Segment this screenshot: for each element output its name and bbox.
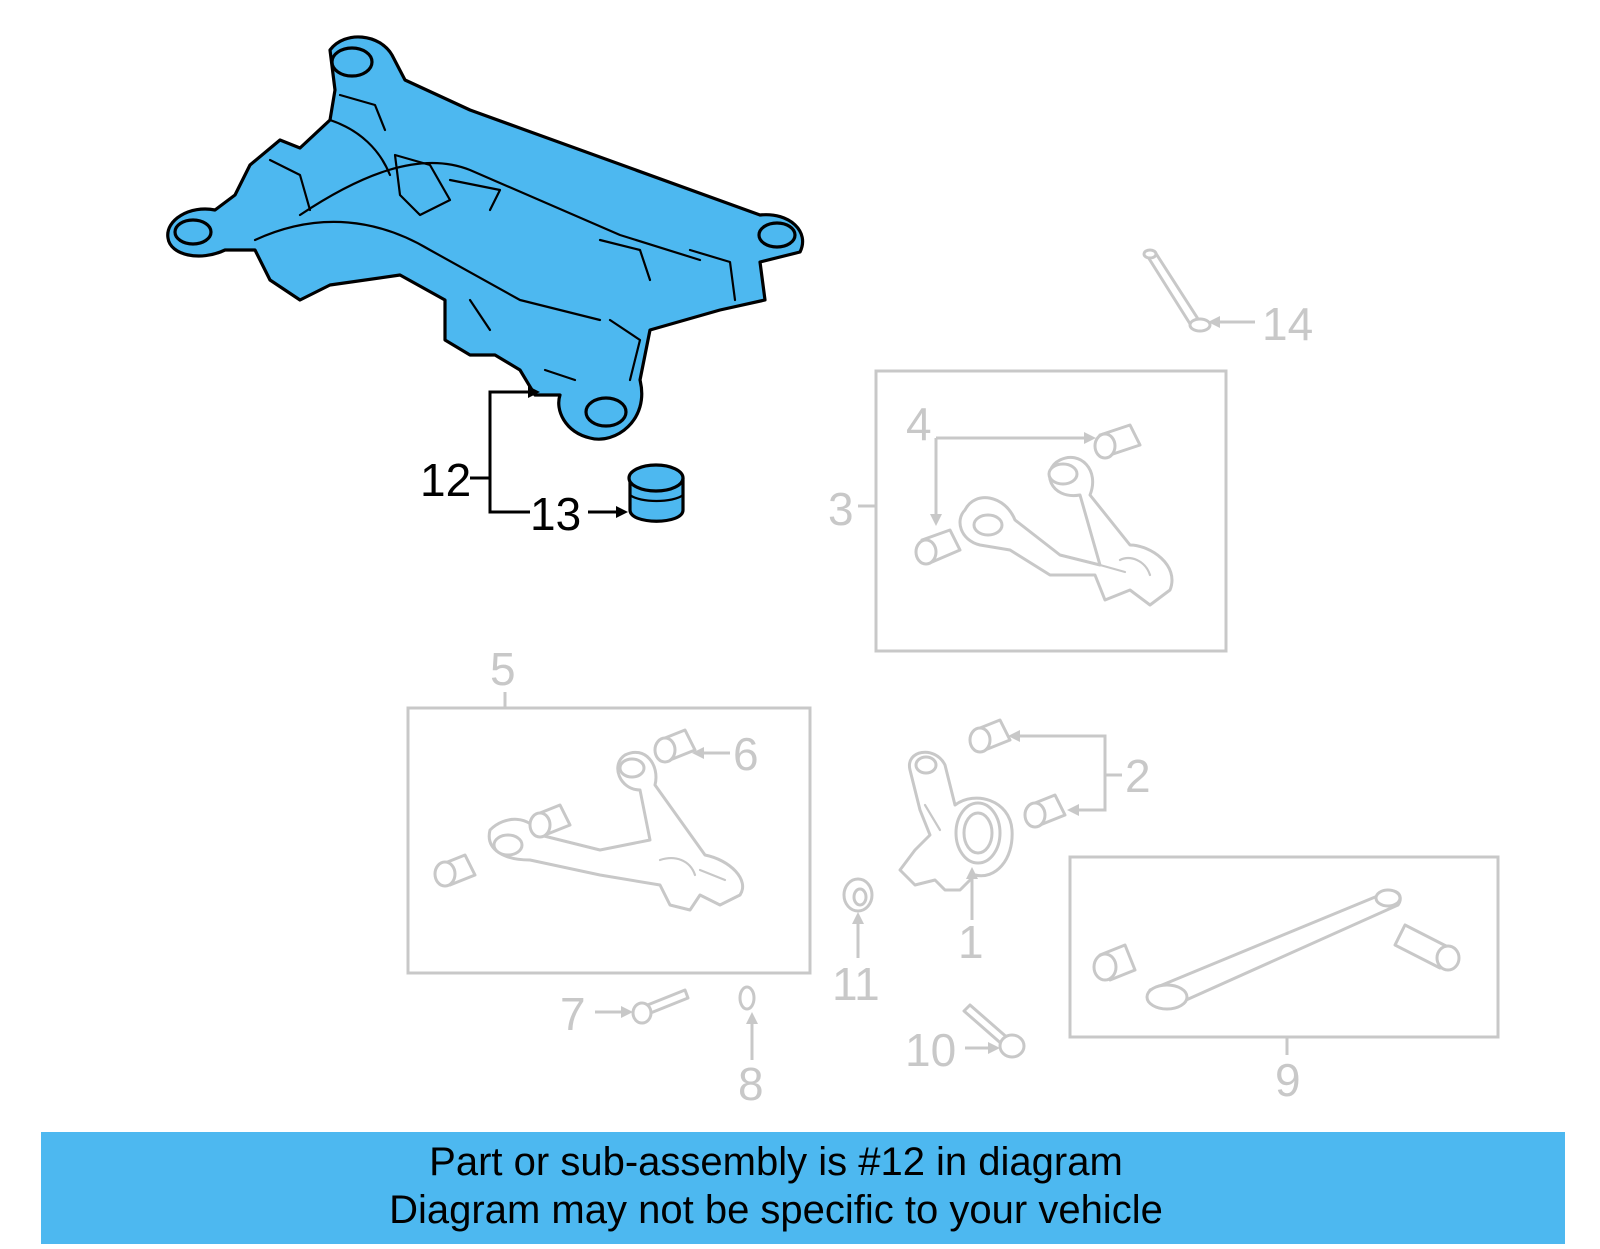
callout-3[interactable]: 3	[828, 483, 854, 535]
knuckle-part[interactable]	[898, 750, 1014, 892]
lateral-link-bushing-a[interactable]	[1092, 943, 1137, 982]
callout-11[interactable]: 11	[832, 958, 880, 1010]
banner-line-2: Diagram may not be specific to your vehi…	[389, 1188, 1163, 1232]
callout-9[interactable]: 9	[1275, 1054, 1301, 1106]
upper-arm-bushing-b[interactable]	[914, 528, 962, 566]
callout-5[interactable]: 5	[490, 643, 516, 695]
lateral-link-part[interactable]	[1145, 888, 1402, 1011]
washer-11-part[interactable]	[842, 877, 874, 913]
upper-arm-bushing-a[interactable]	[1093, 423, 1142, 460]
lateral-link-group-box	[1068, 855, 1500, 1039]
callout-12-13-leaders	[470, 386, 628, 518]
banner-line-1: Part or sub-assembly is #12 in diagram	[429, 1140, 1123, 1184]
lower-arm-bushing-b[interactable]	[433, 853, 477, 888]
bushing-6-part[interactable]	[653, 728, 697, 764]
washer-8-part[interactable]	[738, 985, 756, 1011]
upper-arm-group-box	[874, 369, 1228, 653]
callout-13[interactable]: 13	[530, 488, 581, 540]
subframe-part[interactable]	[166, 35, 805, 441]
knuckle-bushing-lower[interactable]	[1023, 793, 1067, 829]
subframe-bushing-part[interactable]	[627, 463, 685, 523]
callout-2[interactable]: 2	[1125, 750, 1151, 802]
callout-14[interactable]: 14	[1262, 298, 1313, 350]
lateral-link-sleeve[interactable]	[1393, 923, 1461, 972]
callout-12[interactable]: 12	[420, 454, 471, 506]
bolt-14-part[interactable]	[1142, 248, 1212, 333]
callout-6[interactable]: 6	[733, 728, 759, 780]
lower-arm-part[interactable]	[487, 750, 744, 912]
bolt-10-part[interactable]	[962, 1003, 1026, 1059]
callout-10[interactable]: 10	[905, 1024, 956, 1076]
callout-4[interactable]: 4	[906, 398, 932, 450]
upper-arm-part[interactable]	[958, 456, 1174, 607]
info-banner: Part or sub-assembly is #12 in diagram D…	[41, 1132, 1565, 1244]
callout-8[interactable]: 8	[738, 1058, 764, 1110]
bolt-7-part[interactable]	[631, 988, 690, 1025]
lower-arm-bushing-a[interactable]	[528, 803, 572, 839]
callout-7[interactable]: 7	[560, 988, 586, 1040]
lower-arm-group-box	[406, 706, 812, 975]
knuckle-bushing-upper[interactable]	[968, 718, 1012, 754]
callout-1[interactable]: 1	[958, 916, 984, 968]
